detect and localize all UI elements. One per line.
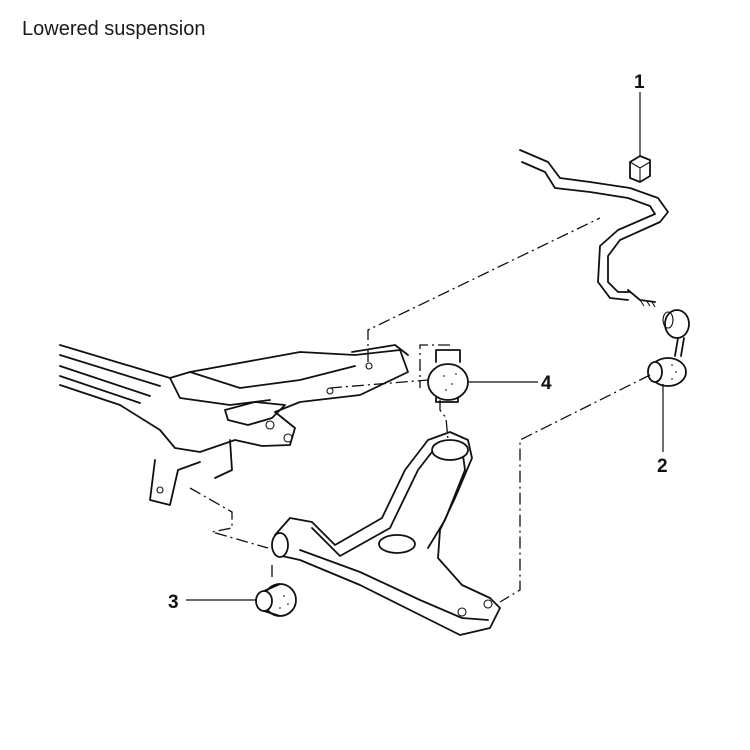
subframe (59, 344, 409, 506)
alignment-lines (189, 217, 651, 603)
callout-4: 4 (468, 373, 552, 394)
part-4-bush (427, 349, 469, 403)
lower-control-arm (271, 431, 501, 636)
callout-1: 1 (634, 72, 645, 156)
part-1-bush (629, 155, 651, 183)
anti-roll-bar (519, 149, 669, 308)
callout-3-label: 3 (168, 592, 179, 613)
callout-2-label: 2 (657, 456, 668, 477)
part-2-bush (647, 357, 687, 387)
callout-2: 2 (657, 384, 668, 477)
callout-1-label: 1 (634, 72, 645, 93)
drop-link (662, 309, 690, 357)
diagram-title: Lowered suspension (22, 18, 206, 40)
part-3-bush (255, 583, 297, 617)
callout-4-label: 4 (541, 373, 552, 394)
callout-3: 3 (168, 592, 256, 613)
